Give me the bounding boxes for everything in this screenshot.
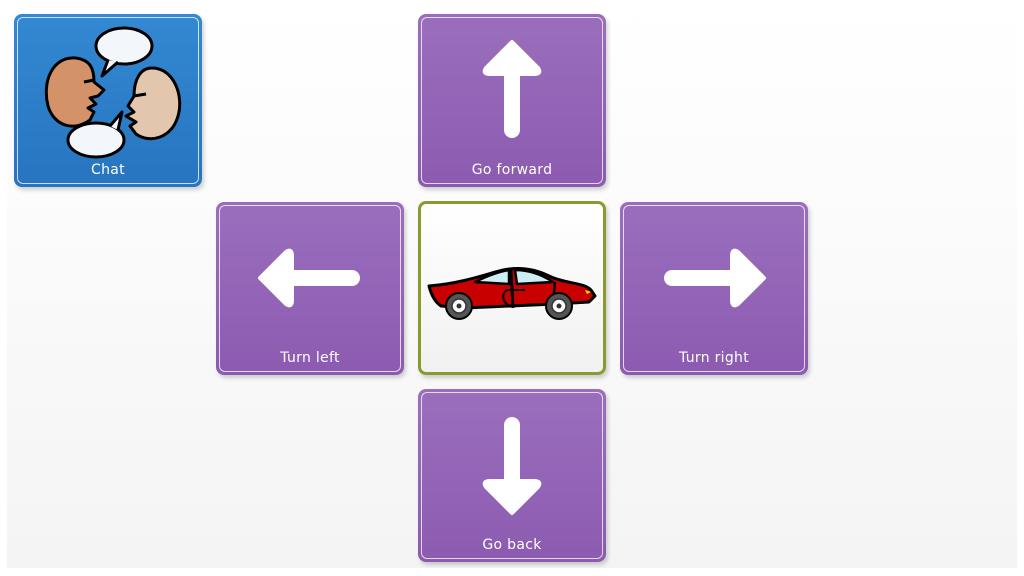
tile-inner-border: [623, 205, 805, 372]
car-icon: [427, 267, 597, 320]
turn-right-tile[interactable]: Turn right: [620, 202, 808, 375]
turn-left-label: Turn left: [280, 350, 340, 366]
go-forward-tile[interactable]: Go forward: [418, 14, 606, 187]
chat-label: Chat: [91, 162, 125, 178]
tile-inner-border: [421, 392, 603, 559]
communication-board: Chat Go forward Turn left: [7, 0, 1017, 568]
go-forward-label: Go forward: [471, 162, 553, 178]
turn-right-label: Turn right: [678, 350, 750, 366]
arrow-up-icon: [482, 40, 542, 138]
go-back-tile[interactable]: Go back: [418, 389, 606, 562]
car-tile[interactable]: [418, 201, 606, 375]
tile-inner-border: [219, 205, 401, 372]
turn-left-tile[interactable]: Turn left: [216, 202, 404, 375]
arrow-right-icon: [664, 248, 766, 308]
tile-inner-border: [421, 17, 603, 184]
chat-tile[interactable]: Chat: [14, 14, 202, 187]
arrow-left-icon: [258, 248, 360, 308]
chat-people-icon: [44, 26, 182, 159]
go-back-label: Go back: [482, 537, 542, 553]
tile-inner-border: [17, 17, 199, 184]
arrow-down-icon: [482, 417, 542, 515]
